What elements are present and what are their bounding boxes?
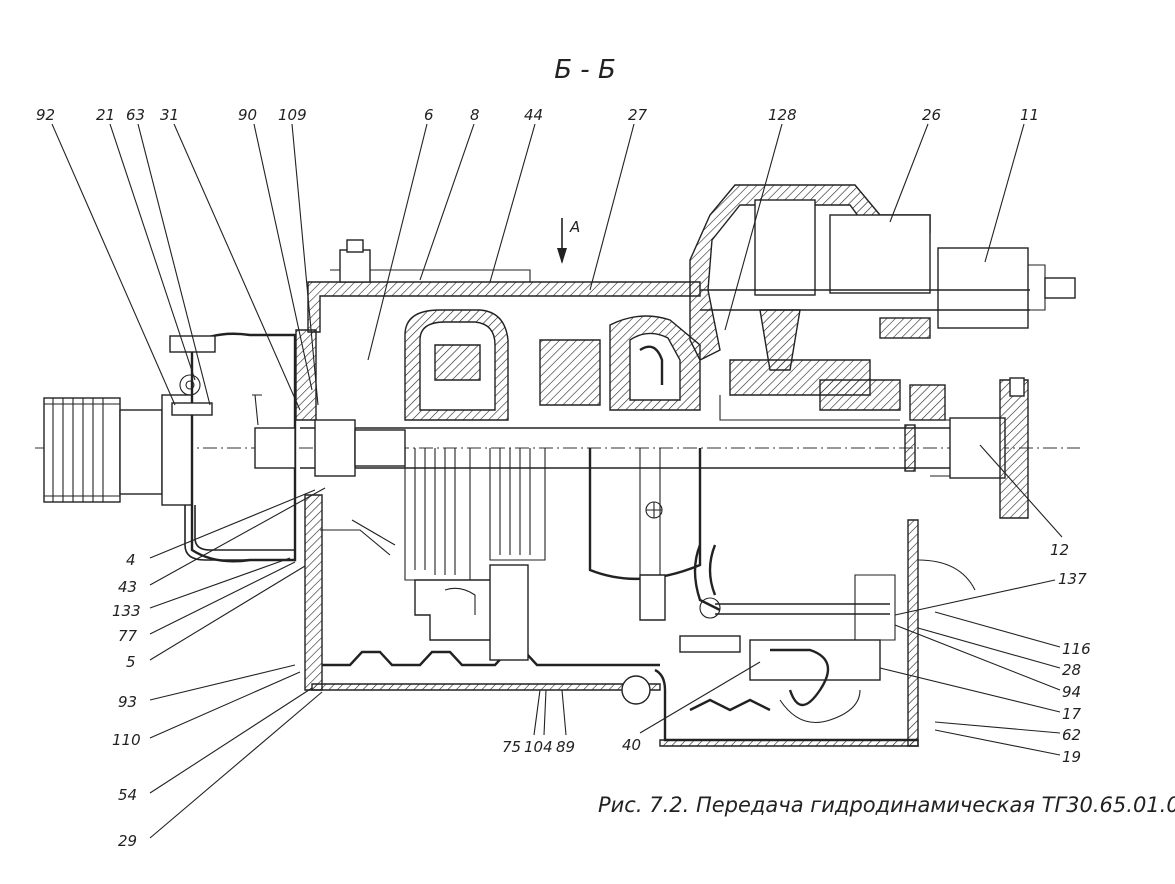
label-28: 28 bbox=[1062, 661, 1081, 679]
drive-pulley bbox=[43, 394, 193, 506]
label-104: 104 bbox=[524, 738, 553, 756]
transfer-case bbox=[689, 184, 1076, 421]
label-8: 8 bbox=[470, 106, 480, 124]
transmission-housing bbox=[295, 239, 976, 747]
label-17: 17 bbox=[1062, 705, 1082, 723]
leader-lines bbox=[51, 123, 1063, 839]
label-4: 4 bbox=[126, 551, 136, 569]
label-27: 27 bbox=[628, 106, 648, 124]
label-6: 6 bbox=[424, 106, 434, 124]
label-44: 44 bbox=[524, 106, 543, 124]
label-89: 89 bbox=[556, 738, 575, 756]
label-137: 137 bbox=[1058, 570, 1087, 588]
label-43: 43 bbox=[118, 578, 137, 596]
lower-pump-assembly bbox=[320, 519, 529, 661]
label-31: 31 bbox=[160, 106, 179, 124]
label-26: 26 bbox=[922, 106, 941, 124]
label-128: 128 bbox=[768, 106, 797, 124]
view-arrow-a: A bbox=[557, 218, 580, 264]
torque-converter bbox=[404, 309, 702, 621]
label-21: 21 bbox=[96, 106, 115, 124]
label-5: 5 bbox=[126, 653, 136, 671]
label-92: 92 bbox=[36, 106, 55, 124]
label-116: 116 bbox=[1062, 640, 1091, 658]
left-labels: 4 43 133 77 5 93 110 54 29 bbox=[112, 551, 141, 850]
figure-caption: Рис. 7.2. Передача гидродинамическая ТГ3… bbox=[598, 793, 1175, 817]
top-labels: 92 21 63 31 90 109 6 8 44 27 128 26 11 bbox=[36, 106, 1039, 124]
label-19: 19 bbox=[1062, 748, 1081, 766]
label-11: 11 bbox=[1020, 106, 1039, 124]
label-75: 75 bbox=[502, 738, 521, 756]
label-110: 110 bbox=[112, 731, 141, 749]
bottom-labels: 75 104 89 40 bbox=[502, 736, 641, 756]
view-marker-label: A bbox=[569, 218, 580, 236]
label-77: 77 bbox=[118, 627, 138, 645]
label-12: 12 bbox=[1050, 541, 1069, 559]
label-29: 29 bbox=[118, 832, 137, 850]
oil-pipe bbox=[184, 505, 295, 561]
main-shaft bbox=[300, 419, 960, 477]
label-133: 133 bbox=[112, 602, 141, 620]
label-90: 90 bbox=[238, 106, 257, 124]
label-93: 93 bbox=[118, 693, 137, 711]
label-54: 54 bbox=[118, 786, 137, 804]
label-109: 109 bbox=[278, 106, 307, 124]
output-flange bbox=[930, 377, 1029, 519]
label-40: 40 bbox=[622, 736, 641, 754]
label-62: 62 bbox=[1062, 726, 1081, 744]
lower-right-pump bbox=[679, 544, 896, 724]
right-labels: 12 137 116 28 94 17 62 19 bbox=[1050, 541, 1091, 766]
section-title: Б - Б bbox=[554, 55, 616, 85]
label-63: 63 bbox=[126, 106, 145, 124]
label-94: 94 bbox=[1062, 683, 1081, 701]
